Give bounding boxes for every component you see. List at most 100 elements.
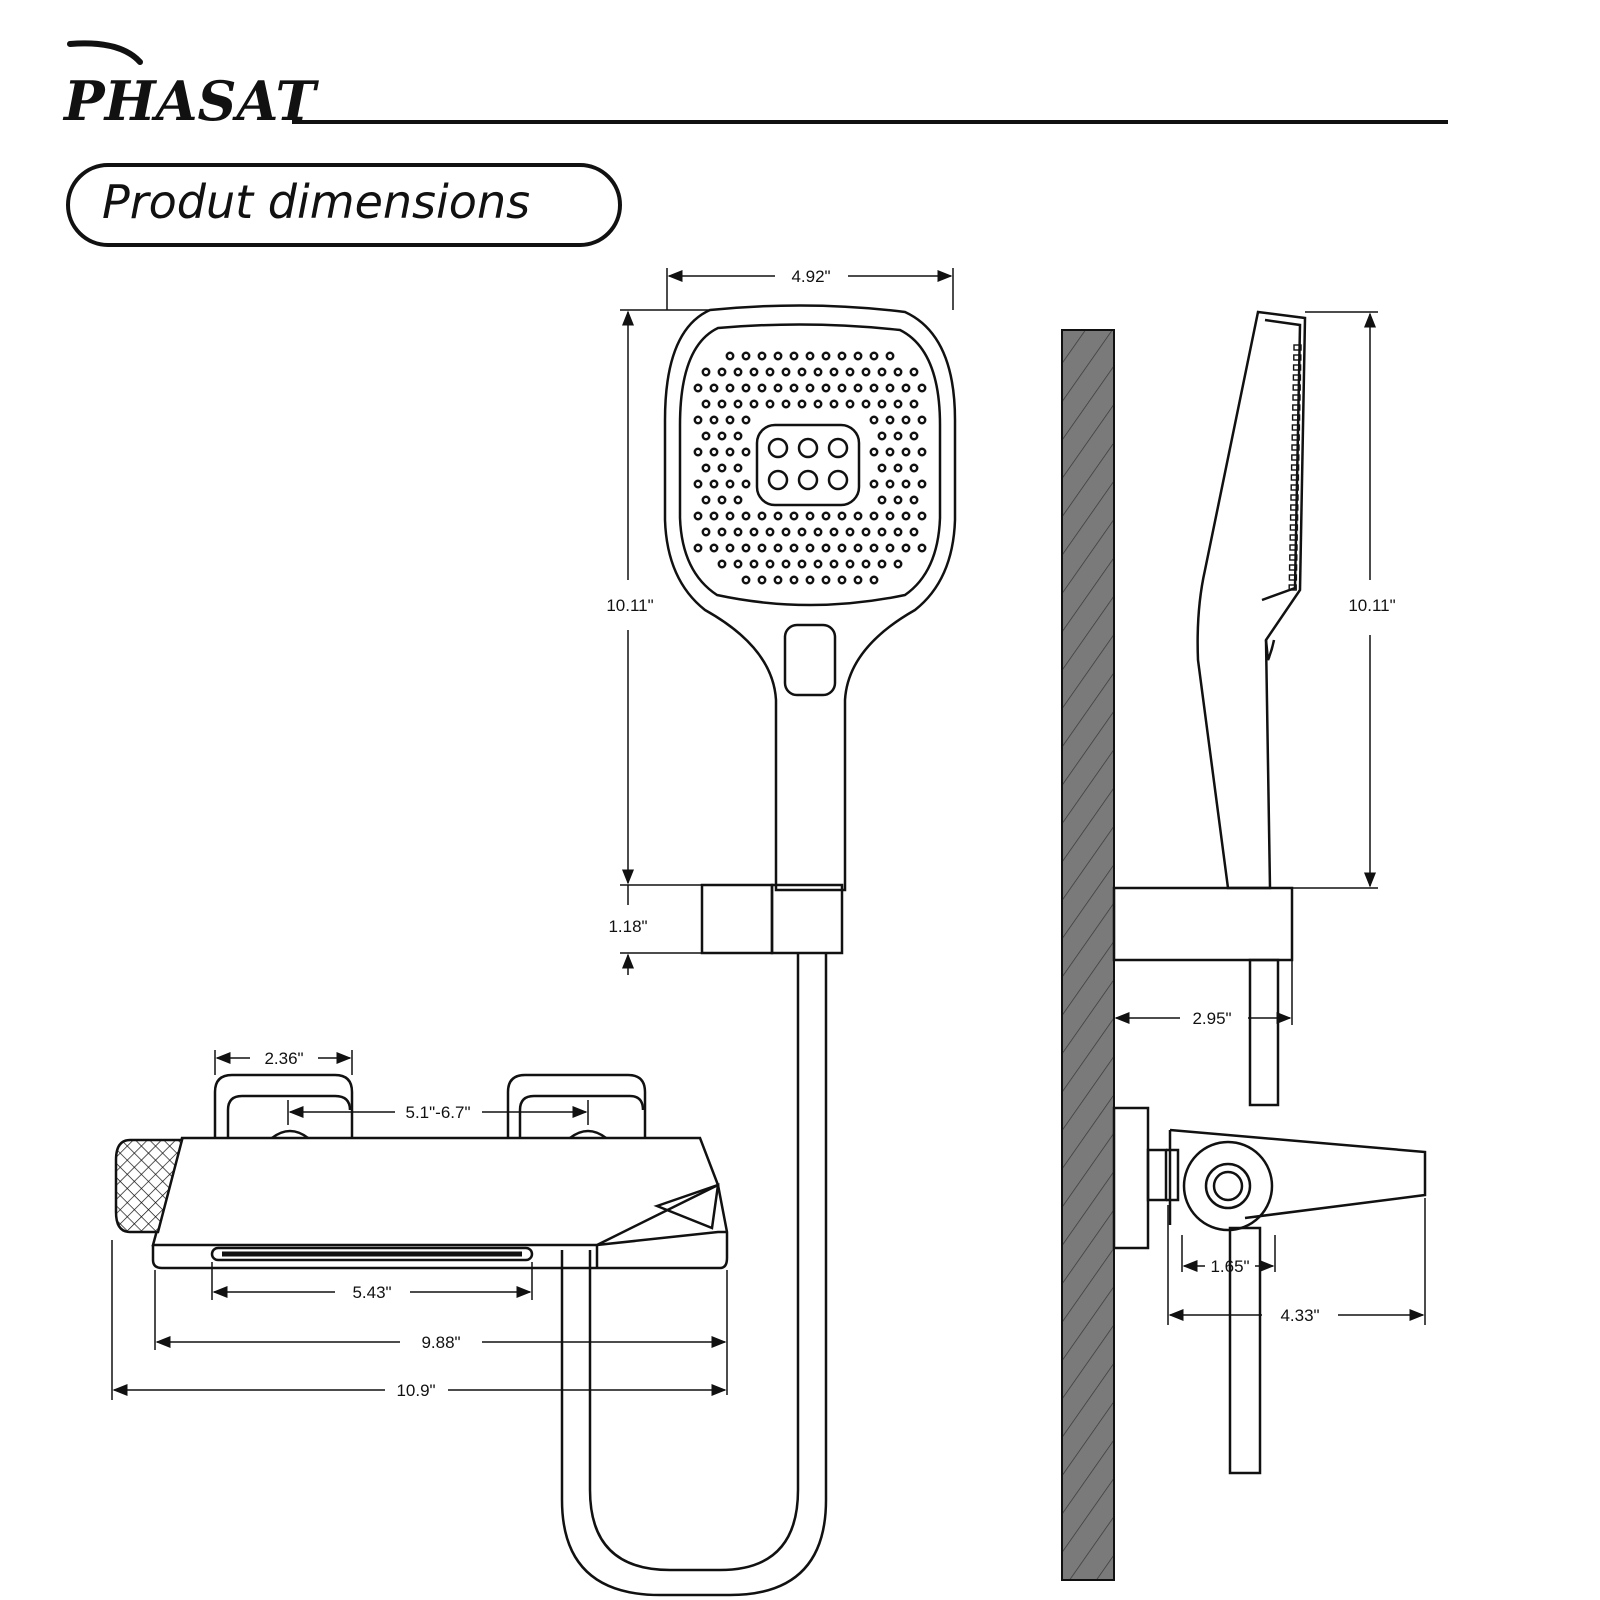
- nozzle-dot: [709, 415, 719, 425]
- nozzle-dot: [781, 527, 791, 537]
- nozzle-dot: [877, 367, 887, 377]
- side-nozzle-tick: [1289, 544, 1298, 551]
- nozzle-dot: [885, 415, 895, 425]
- side-nozzle-tick: [1288, 564, 1298, 571]
- nozzle-dot: [749, 527, 759, 537]
- side-nozzle-tick: [1291, 434, 1300, 441]
- nozzle-dot: [773, 543, 783, 553]
- nozzle-dot: [717, 431, 727, 441]
- center-nozzle-dot: [827, 437, 849, 459]
- side-nozzle-tick: [1291, 444, 1300, 451]
- nozzle-dot: [805, 575, 815, 585]
- nozzle-dot: [701, 495, 711, 505]
- side-nozzle-tick: [1293, 344, 1302, 351]
- nozzle-dot: [917, 543, 927, 553]
- wall-section: [1061, 329, 1115, 1581]
- nozzle-dot: [733, 495, 743, 505]
- nozzle-dot: [829, 527, 839, 537]
- dim-shower-head-height-side: [1292, 311, 1378, 889]
- nozzle-dot: [901, 511, 911, 521]
- nozzle-dot: [797, 367, 807, 377]
- nozzle-dot: [717, 463, 727, 473]
- nozzle-dot: [885, 511, 895, 521]
- side-nozzle-tick: [1290, 504, 1299, 511]
- nozzle-dot: [741, 447, 751, 457]
- knurled-inlet: [114, 1138, 184, 1234]
- side-nozzle-tick: [1289, 514, 1299, 521]
- nozzle-dot: [917, 415, 927, 425]
- label-shower-head-width: 4.92": [791, 267, 830, 286]
- side-nozzle-tick: [1290, 464, 1300, 471]
- nozzle-dot: [861, 367, 871, 377]
- label-holder-height: 1.18": [608, 917, 647, 936]
- dim-holder-height: [620, 885, 702, 975]
- nozzle-dot: [853, 511, 863, 521]
- dim-spout-opening: [211, 1262, 533, 1300]
- nozzle-dot: [757, 351, 767, 361]
- nozzle-dot: [725, 383, 735, 393]
- nozzle-dot: [805, 511, 815, 521]
- dim-center-spacing: [287, 1100, 589, 1125]
- nozzle-dot: [917, 479, 927, 489]
- nozzle-dot: [885, 479, 895, 489]
- nozzle-dot: [893, 527, 903, 537]
- nozzle-dot: [757, 511, 767, 521]
- nozzle-dot: [789, 383, 799, 393]
- nozzle-dot: [709, 479, 719, 489]
- nozzle-dot: [717, 559, 727, 569]
- nozzle-dot: [693, 415, 703, 425]
- nozzle-dot: [885, 447, 895, 457]
- nozzle-dot: [901, 383, 911, 393]
- nozzle-dot: [733, 399, 743, 409]
- nozzle-dot: [861, 527, 871, 537]
- label-shower-head-height-side: 10.11": [1348, 596, 1395, 615]
- dim-side-projection: [1167, 1198, 1426, 1325]
- nozzle-dot: [701, 463, 711, 473]
- center-nozzle-dot: [827, 469, 849, 491]
- nozzle-dot: [741, 383, 751, 393]
- nozzle-dot: [821, 575, 831, 585]
- label-handle-width: 2.36": [264, 1049, 303, 1068]
- shower-hose: [560, 953, 828, 1597]
- nozzle-dot: [733, 431, 743, 441]
- label-side-projection: 4.33": [1280, 1306, 1319, 1325]
- nozzle-dot: [701, 367, 711, 377]
- nozzle-dot: [701, 431, 711, 441]
- nozzle-dot: [837, 383, 847, 393]
- nozzle-dot: [709, 511, 719, 521]
- nozzle-dot: [701, 527, 711, 537]
- nozzle-dot: [861, 399, 871, 409]
- nozzle-dot: [813, 527, 823, 537]
- nozzle-dot: [757, 383, 767, 393]
- nozzle-dot: [725, 415, 735, 425]
- nozzle-dot: [749, 399, 759, 409]
- nozzle-dot: [877, 559, 887, 569]
- nozzle-dot: [765, 367, 775, 377]
- nozzle-dot: [805, 383, 815, 393]
- nozzle-dot: [749, 367, 759, 377]
- nozzle-dot: [893, 495, 903, 505]
- dim-holder-depth: [1114, 960, 1293, 1025]
- nozzle-dot: [813, 367, 823, 377]
- nozzle-dot: [853, 383, 863, 393]
- side-nozzle-tick: [1291, 424, 1301, 431]
- dim-body-length: [154, 1270, 728, 1395]
- nozzle-dot: [757, 543, 767, 553]
- nozzle-dot: [909, 527, 919, 537]
- nozzle-dot: [725, 479, 735, 489]
- nozzle-dot: [909, 367, 919, 377]
- side-nozzle-tick: [1292, 394, 1301, 401]
- dim-overall-length: [111, 1240, 727, 1400]
- nozzle-dot: [909, 431, 919, 441]
- nozzle-dot: [877, 495, 887, 505]
- nozzle-dot: [917, 383, 927, 393]
- shower-head-side-view: [1196, 310, 1307, 890]
- nozzle-dot: [717, 527, 727, 537]
- nozzle-dot: [805, 351, 815, 361]
- side-nozzle-tick: [1290, 484, 1299, 491]
- side-nozzle-tick: [1290, 474, 1300, 481]
- nozzle-dot: [909, 399, 919, 409]
- nozzle-dot: [853, 351, 863, 361]
- nozzle-dot: [893, 559, 903, 569]
- center-nozzles: [767, 437, 849, 491]
